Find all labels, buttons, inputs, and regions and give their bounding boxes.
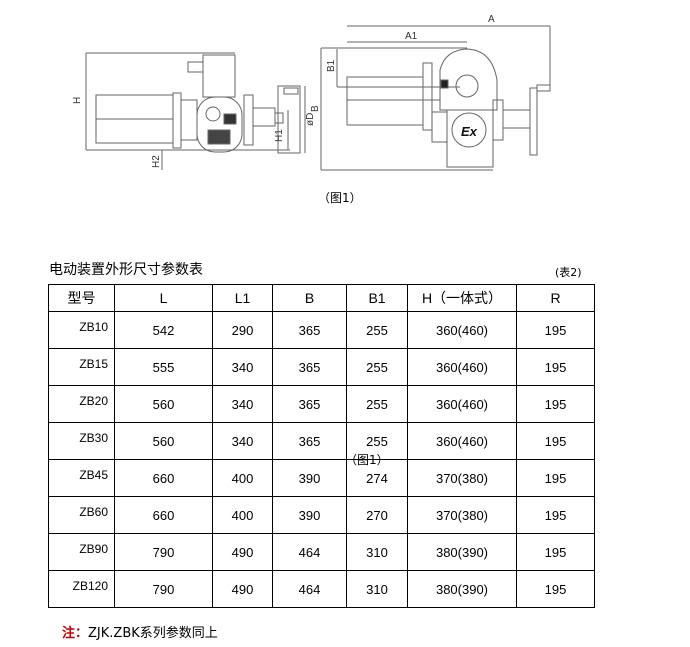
dim-label-b1: B1 — [326, 59, 337, 72]
model-cell: ZB60 — [48, 496, 115, 534]
value-cell: 195 — [516, 385, 595, 423]
value-cell: 360(460) — [407, 385, 517, 423]
dim-label-h1: H1 — [274, 129, 285, 142]
model-cell: ZB90 — [48, 533, 115, 571]
table-number: (表2) — [555, 266, 582, 279]
value-cell: 290 — [212, 311, 273, 349]
actuator-dimension-drawing: H H2 H1 øD A A1 B1 B Ex — [72, 14, 551, 171]
model-cell: ZB20 — [48, 385, 115, 423]
value-cell: 195 — [516, 348, 595, 386]
value-cell: 195 — [516, 533, 595, 571]
model-cell: ZB15 — [48, 348, 115, 386]
dim-label-h2: H2 — [151, 155, 162, 168]
value-cell: 490 — [212, 570, 273, 608]
value-cell: 195 — [516, 570, 595, 608]
dim-label-d: øD — [305, 113, 316, 126]
value-cell: 400 — [212, 496, 273, 534]
figure-caption: （图1） — [318, 191, 362, 205]
dim-label-h: H — [72, 97, 83, 104]
dim-label-a1: A1 — [405, 31, 418, 42]
value-cell: 542 — [114, 311, 213, 349]
value-cell: 560 — [114, 422, 213, 460]
value-cell: 274 — [346, 459, 408, 497]
value-cell: 390 — [272, 496, 347, 534]
value-cell: 195 — [516, 311, 595, 349]
ex-mark: Ex — [461, 124, 478, 139]
value-cell: 380(390) — [407, 570, 517, 608]
value-cell: 255 — [346, 385, 408, 423]
value-cell: 790 — [114, 533, 213, 571]
footnote: 注：ZJK.ZBK系列参数同上 — [62, 622, 218, 641]
column-header: 型号 — [48, 284, 115, 312]
value-cell: 660 — [114, 496, 213, 534]
value-cell: 560 — [114, 385, 213, 423]
value-cell: 390 — [272, 459, 347, 497]
value-cell: 195 — [516, 459, 595, 497]
value-cell: 310 — [346, 570, 408, 608]
value-cell: 340 — [212, 385, 273, 423]
value-cell: 370(380) — [407, 496, 517, 534]
value-cell: 660 — [114, 459, 213, 497]
dim-label-b: B — [310, 105, 321, 112]
model-cell: ZB30 — [48, 422, 115, 460]
model-cell: ZB120 — [48, 570, 115, 608]
column-header: R — [516, 284, 595, 312]
value-cell: 380(390) — [407, 533, 517, 571]
note-prefix: 注： — [62, 626, 89, 641]
value-cell: 195 — [516, 422, 595, 460]
value-cell: 365 — [272, 385, 347, 423]
value-cell: 365 — [272, 422, 347, 460]
stray-figure-caption: （图1） — [345, 453, 389, 467]
dim-label-a: A — [488, 14, 495, 25]
value-cell: 360(460) — [407, 422, 517, 460]
value-cell: 360(460) — [407, 311, 517, 349]
column-header: L — [114, 284, 213, 312]
value-cell: 490 — [212, 533, 273, 571]
value-cell: 365 — [272, 311, 347, 349]
column-header: H（一体式） — [407, 284, 517, 312]
table-title: 电动装置外形尺寸参数表 — [49, 262, 203, 278]
column-header: L1 — [212, 284, 273, 312]
value-cell: 370(380) — [407, 459, 517, 497]
value-cell: 310 — [346, 533, 408, 571]
value-cell: 255 — [346, 348, 408, 386]
column-header: B1 — [346, 284, 408, 312]
value-cell: 195 — [516, 496, 595, 534]
column-header: B — [272, 284, 347, 312]
value-cell: 360(460) — [407, 348, 517, 386]
value-cell: 365 — [272, 348, 347, 386]
value-cell: 340 — [212, 422, 273, 460]
model-cell: ZB10 — [48, 311, 115, 349]
value-cell: 400 — [212, 459, 273, 497]
front-view: A A1 B1 B Ex — [310, 14, 551, 171]
side-view: H H2 H1 øD — [72, 52, 316, 170]
value-cell: 464 — [272, 533, 347, 571]
value-cell: 255 — [346, 311, 408, 349]
value-cell: 270 — [346, 496, 408, 534]
value-cell: 790 — [114, 570, 213, 608]
note-text: ZJK.ZBK系列参数同上 — [88, 626, 218, 641]
value-cell: 340 — [212, 348, 273, 386]
model-cell: ZB45 — [48, 459, 115, 497]
value-cell: 464 — [272, 570, 347, 608]
value-cell: 555 — [114, 348, 213, 386]
